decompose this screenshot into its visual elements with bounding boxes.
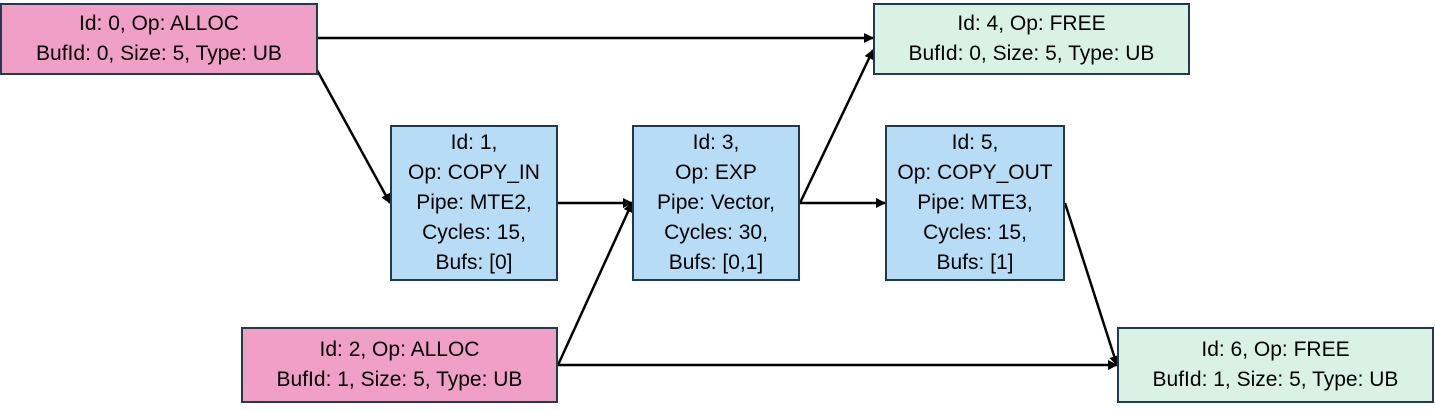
node-2-line-2: BufId: 1, Size: 5, Type: UB: [276, 368, 523, 391]
node-1-line-1: Id: 1,: [450, 131, 498, 154]
edge-3-to-4: [798, 49, 875, 204]
node-3-line-1: Id: 3,: [692, 131, 740, 154]
node-4-line-1: Id: 4, Op: FREE: [957, 12, 1106, 35]
node-5-line-5: Bufs: [1]: [936, 251, 1014, 274]
node-3-line-5: Bufs: [0,1]: [668, 251, 764, 274]
node-3-line-3: Pipe: Vector,: [657, 191, 775, 214]
node-5-line-4: Cycles: 15,: [923, 221, 1027, 244]
node-1-line-3: Pipe: MTE2,: [416, 191, 532, 214]
node-5-copy-out: Id: 5, Op: COPY_OUT Pipe: MTE3, Cycles: …: [885, 125, 1065, 281]
node-2-alloc: Id: 2, Op: ALLOC BufId: 1, Size: 5, Type…: [241, 327, 558, 403]
edge-5-to-6: [1063, 202, 1120, 366]
node-5-line-1: Id: 5,: [951, 131, 999, 154]
node-0-line-1: Id: 0, Op: ALLOC: [79, 12, 239, 35]
node-3-exp: Id: 3, Op: EXP Pipe: Vector, Cycles: 30,…: [632, 125, 800, 281]
node-3-line-2: Op: EXP: [675, 161, 757, 184]
node-5-line-2: Op: COPY_OUT: [897, 161, 1053, 184]
node-4-line-2: BufId: 0, Size: 5, Type: UB: [908, 42, 1155, 65]
node-2-line-1: Id: 2, Op: ALLOC: [319, 338, 480, 361]
node-5-line-3: Pipe: MTE3,: [917, 191, 1033, 214]
node-1-line-4: Cycles: 15,: [422, 221, 526, 244]
node-1-copy-in: Id: 1, Op: COPY_IN Pipe: MTE2, Cycles: 1…: [390, 125, 558, 281]
node-0-alloc: Id: 0, Op: ALLOC BufId: 0, Size: 5, Type…: [0, 3, 318, 75]
node-1-line-5: Bufs: [0]: [435, 251, 513, 274]
node-6-line-1: Id: 6, Op: FREE: [1201, 338, 1350, 361]
edge-2-to-3: [556, 202, 634, 366]
node-6-line-2: BufId: 1, Size: 5, Type: UB: [1152, 368, 1399, 391]
edge-0-to-1: [315, 69, 392, 204]
node-1-line-2: Op: COPY_IN: [408, 161, 540, 184]
node-4-free: Id: 4, Op: FREE BufId: 0, Size: 5, Type:…: [873, 3, 1190, 75]
node-3-line-4: Cycles: 30,: [664, 221, 768, 244]
node-0-line-2: BufId: 0, Size: 5, Type: UB: [36, 42, 282, 65]
node-6-free: Id: 6, Op: FREE BufId: 1, Size: 5, Type:…: [1117, 327, 1434, 403]
